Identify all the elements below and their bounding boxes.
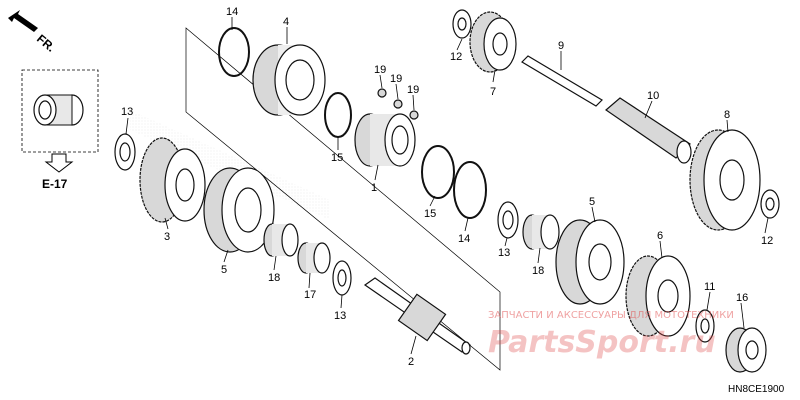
- part-16-bearing: [725, 327, 767, 373]
- reference-label: E-17: [42, 177, 68, 191]
- part-8-gear: [689, 129, 761, 231]
- part-3-gear: [139, 137, 206, 223]
- part-6-gear: [625, 255, 691, 337]
- callout-10: 10: [647, 90, 659, 102]
- part-14-circlip: [218, 27, 250, 77]
- callout-2: 2: [408, 356, 414, 368]
- callout-17: 17: [304, 289, 316, 301]
- part-13-washer-right: [497, 201, 519, 239]
- part-15-circlip: [324, 92, 352, 138]
- callout-5: 5: [221, 264, 227, 276]
- callout-14: 14: [226, 6, 238, 18]
- callout-8: 8: [724, 109, 730, 121]
- watermark-logo: PartsSport.ru: [488, 325, 716, 360]
- callout-15: 15: [424, 208, 436, 220]
- callout-18: 18: [532, 265, 544, 277]
- callout-7: 7: [490, 86, 496, 98]
- leader-lines: [125, 17, 769, 355]
- part-13-washer: [114, 133, 136, 171]
- part-18-bearing: [263, 223, 299, 257]
- assembly-frame: [185, 27, 501, 371]
- callout-19: 19: [407, 84, 419, 96]
- callout-9: 9: [558, 40, 564, 52]
- part-15-circlip-right: [421, 145, 455, 199]
- callouts: 14 4 12 7 9 19 19 19 13 10 8 15 1 3 15 1…: [121, 6, 773, 368]
- part-7-gear: [469, 11, 517, 73]
- callout-13: 13: [498, 247, 510, 259]
- part-18-bearing-right: [522, 214, 560, 250]
- part-11-washer: [695, 309, 715, 343]
- callout-15: 15: [331, 152, 343, 164]
- part-9-shaft: [521, 55, 603, 107]
- part-17-bearing: [297, 242, 331, 274]
- callout-19: 19: [390, 73, 402, 85]
- part-12-washer-upper: [452, 9, 472, 39]
- callout-6: 6: [657, 230, 663, 242]
- part-4-hub: [252, 44, 326, 116]
- callout-13: 13: [121, 106, 133, 118]
- part-1-cage: [354, 113, 416, 167]
- drawing-code: HN8CE1900: [728, 384, 785, 395]
- down-arrow-icon: [44, 153, 74, 173]
- inset-bearing-icon: [33, 94, 84, 126]
- part-13-washer-middle: [332, 260, 352, 296]
- part-5-gear-right: [555, 219, 625, 305]
- callout-13: 13: [334, 310, 346, 322]
- part-2-shaft: [363, 277, 471, 355]
- part-12-washer-right: [760, 189, 780, 219]
- watermark-text: ЗАПЧАСТИ И АКСЕССУАРЫ ДЛЯ МОТОТЕХНИКИ: [488, 310, 734, 321]
- part-14-circlip-right: [453, 161, 487, 219]
- direction-arrow-icon: [8, 10, 38, 32]
- callout-19: 19: [374, 64, 386, 76]
- direction-label: FR.: [34, 32, 58, 55]
- part-19-pins: [377, 88, 419, 120]
- callout-16: 16: [736, 292, 748, 304]
- callout-4: 4: [283, 16, 289, 28]
- callout-12: 12: [761, 235, 773, 247]
- shading-pattern: [130, 110, 330, 220]
- callout-3: 3: [164, 231, 170, 243]
- callout-1: 1: [371, 182, 377, 194]
- callout-11: 11: [704, 281, 715, 293]
- part-10-shaft: [605, 97, 692, 164]
- callout-5: 5: [589, 196, 595, 208]
- callout-12: 12: [450, 51, 462, 63]
- callout-18: 18: [268, 272, 280, 284]
- part-5-gear-left: [203, 167, 275, 253]
- reference-inset: [21, 69, 99, 153]
- callout-14: 14: [458, 233, 470, 245]
